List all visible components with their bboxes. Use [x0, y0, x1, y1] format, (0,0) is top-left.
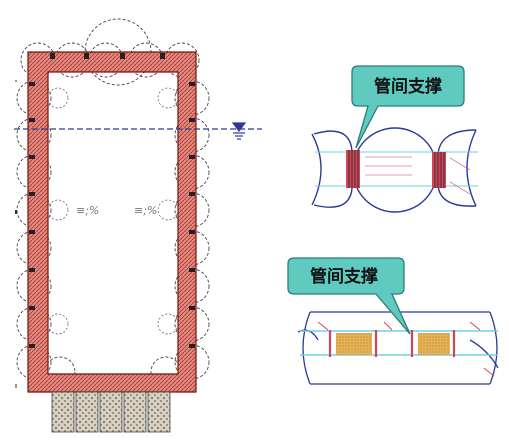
stone-blocks [51, 391, 171, 433]
pile-joints [29, 53, 195, 348]
callout-top: 管间支撑 [351, 65, 465, 149]
top-annotation-lines [365, 156, 471, 195]
inner-circles [47, 87, 179, 335]
callout-bottom-text: 管间支撑 [310, 266, 378, 287]
plan-label-left: ≡;% [76, 204, 99, 217]
bottom-braces [328, 330, 456, 357]
bottom-block-right [418, 333, 450, 355]
cofferdam-plan: ≡;% ≡;% [14, 18, 262, 433]
callout-top-text: 管间支撑 [374, 76, 442, 97]
top-detail: 管间支撑 [311, 65, 478, 213]
bottom-block-left [336, 333, 372, 355]
pile-frame [27, 51, 197, 393]
callout-bottom: 管间支撑 [287, 257, 411, 335]
bottom-detail: 管间支撑 [287, 257, 499, 385]
top-brace-right [432, 152, 446, 188]
plan-label-right: ≡;% [134, 204, 157, 217]
top-brace-left [346, 150, 360, 188]
water-level-icon [231, 122, 247, 140]
